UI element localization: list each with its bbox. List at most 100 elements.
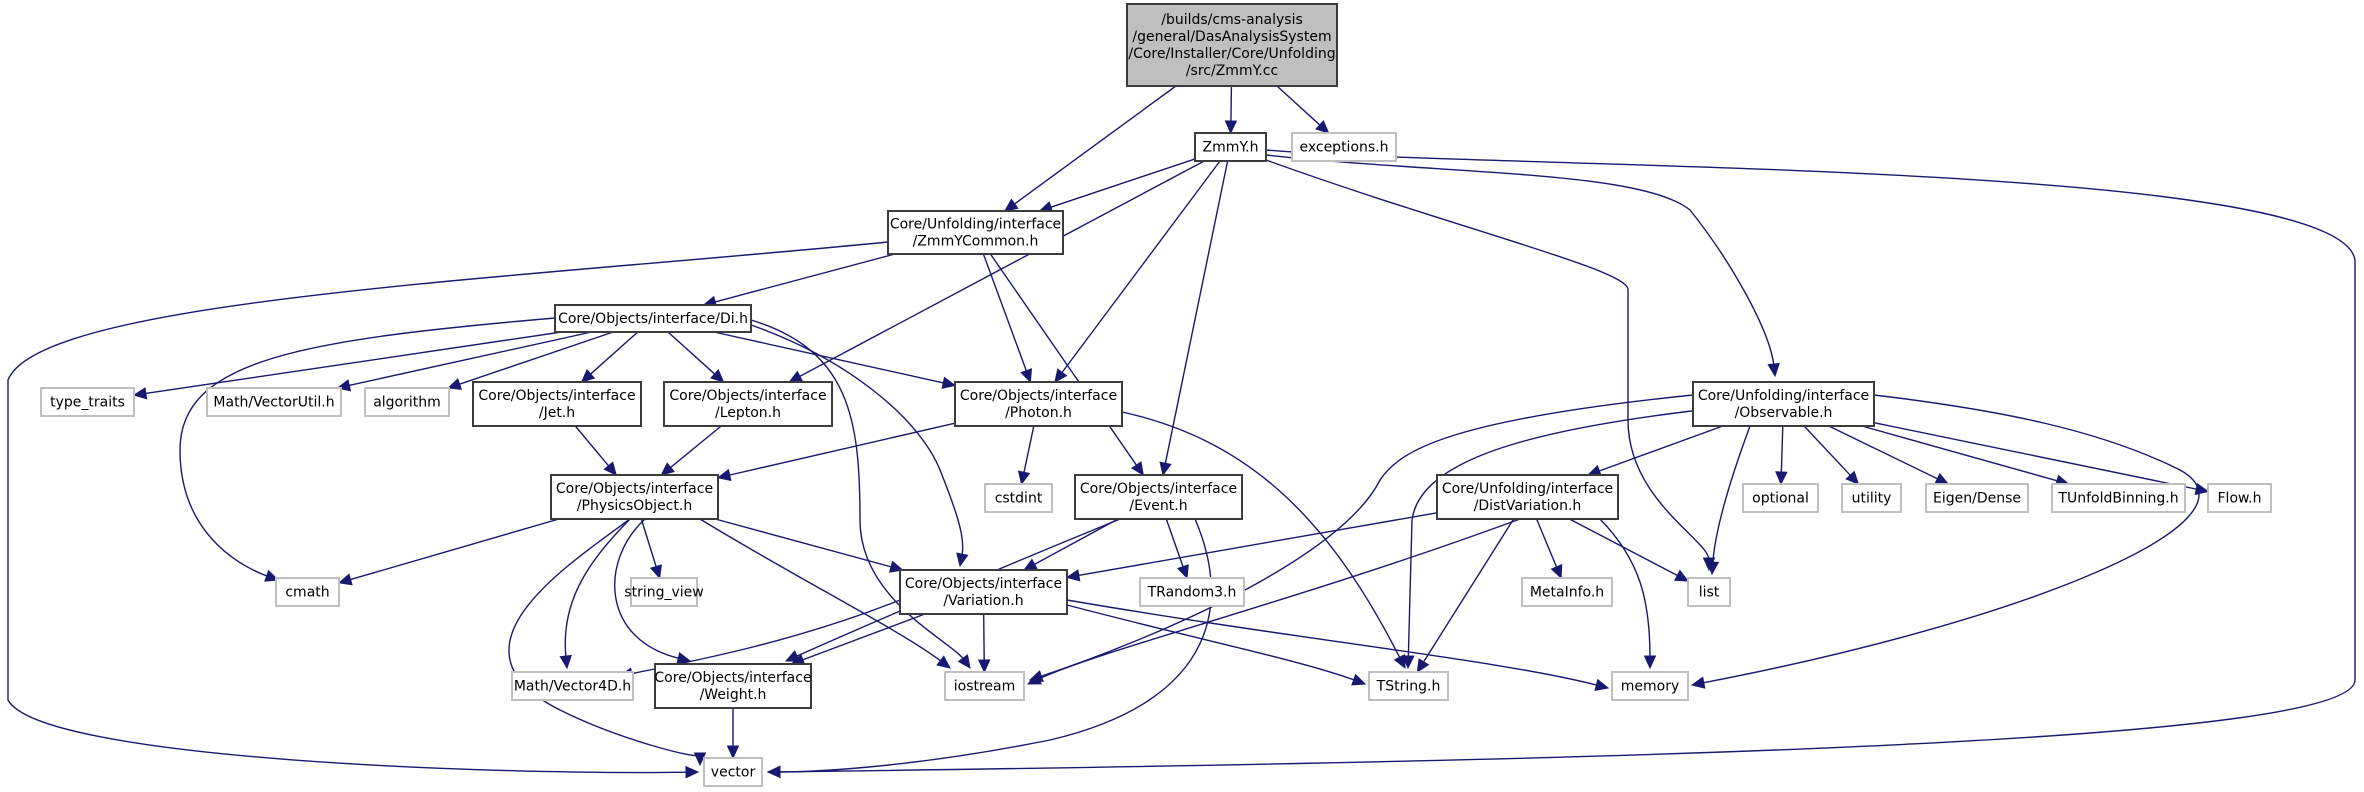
node-photon-h[interactable]: Core/Objects/interface/Photon.h	[954, 381, 1123, 427]
edge-line	[347, 331, 592, 387]
edge-observable_h-to-tstring_h	[1402, 409, 1701, 670]
node-box	[2207, 483, 2272, 513]
node-label: MetaInfo.h	[1530, 585, 1604, 601]
node-observable-h[interactable]: Core/Unfolding/interface/Observable.h	[1692, 381, 1875, 427]
node-iostream[interactable]: iostream	[944, 671, 1025, 701]
node-cmath[interactable]: cmath	[275, 577, 340, 607]
arrowhead-icon	[1017, 470, 1031, 486]
node-eigen-dense[interactable]: Eigen/Dense	[1925, 483, 2029, 513]
edge-line	[1712, 425, 1751, 565]
edge-line	[564, 518, 631, 659]
edge-line	[1828, 425, 1940, 481]
arrowhead-icon	[685, 765, 700, 779]
edge-line	[699, 518, 943, 663]
arrowhead-icon	[726, 745, 740, 760]
node-box	[1074, 474, 1243, 520]
edge-line	[1535, 518, 1558, 570]
node-trandom3-h[interactable]: TRandom3.h	[1139, 577, 1245, 607]
node-string-view[interactable]: string_view	[624, 577, 704, 607]
node-box	[206, 387, 342, 417]
edge-line	[983, 613, 985, 663]
node-zmmy-h[interactable]: ZmmY.h	[1194, 132, 1267, 162]
arrowhead-icon	[1550, 564, 1563, 580]
node-cstdint[interactable]: cstdint	[984, 483, 1053, 513]
edge-line	[588, 331, 639, 376]
edge-photon_h-to-physicsobject_h	[716, 422, 956, 482]
node-event-h[interactable]: Core/Objects/interface/Event.h	[1074, 474, 1243, 520]
node-weight-h[interactable]: Core/Objects/interface/Weight.h	[654, 663, 812, 709]
edge-line	[982, 253, 1028, 373]
edge-line	[1599, 518, 1651, 659]
node-di-h[interactable]: Core/Objects/interface/Di.h	[554, 304, 752, 333]
edge-observable_h-to-utility	[1803, 425, 1860, 485]
node-label: Core/Objects/interface	[669, 388, 826, 404]
edge-zmmy_h-to-lepton_h	[788, 160, 1205, 383]
node-box	[1925, 483, 2029, 513]
edge-root-to-zmmy_h	[1224, 85, 1238, 135]
node-memory[interactable]: memory	[1611, 671, 1689, 701]
arrowhead-icon	[1416, 658, 1430, 674]
arrowhead-icon	[1845, 470, 1860, 485]
edge-variation_h-to-memory	[1066, 599, 1610, 691]
edge-observable_h-to-optional	[1775, 425, 1788, 486]
edge-distvariation_h-to-metainfo_h	[1535, 518, 1563, 580]
arrowhead-icon	[649, 564, 662, 580]
node-tstring-h[interactable]: TString.h	[1368, 671, 1449, 701]
node-box	[887, 210, 1064, 255]
edge-line	[1265, 159, 1710, 561]
arrowhead-icon	[559, 654, 572, 670]
node-box	[554, 304, 752, 333]
node-vector[interactable]: vector	[703, 757, 763, 787]
node-box	[1521, 577, 1613, 607]
node-lepton-h[interactable]: Core/Objects/interface/Lepton.h	[663, 381, 833, 427]
node-box	[472, 381, 642, 427]
edge-di_h-to-algorithm	[447, 331, 614, 390]
node-physicsobject-h[interactable]: Core/Objects/interface/PhysicsObject.h	[550, 474, 719, 520]
node-box	[630, 577, 698, 607]
node-root[interactable]: /builds/cms-analysis/general/DasAnalysis…	[1126, 3, 1338, 87]
node-exceptions-h[interactable]: exceptions.h	[1291, 132, 1397, 162]
edge-line	[777, 149, 2356, 773]
node-vectorutil-h[interactable]: Math/VectorUtil.h	[206, 387, 342, 417]
node-box	[2051, 483, 2186, 513]
node-label: cstdint	[995, 491, 1043, 507]
node-vector4d-h[interactable]: Math/Vector4D.h	[511, 671, 634, 701]
node-box	[944, 671, 1025, 701]
edges-layer	[7, 85, 2356, 779]
arrowhead-icon	[977, 659, 991, 674]
node-label: TString.h	[1376, 679, 1441, 695]
edge-observable_h-to-distvariation_h	[1586, 425, 1724, 477]
node-variation-h[interactable]: Core/Objects/interface/Variation.h	[899, 569, 1068, 615]
arrowhead-icon	[1315, 119, 1330, 134]
node-label: TRandom3.h	[1147, 585, 1237, 601]
node-label: Core/Unfolding/interface	[1442, 481, 1613, 497]
node-type-traits[interactable]: type_traits	[40, 387, 135, 417]
node-metainfo-h[interactable]: MetaInfo.h	[1521, 577, 1613, 607]
node-box	[1291, 132, 1397, 162]
edge-physicsobject_h-to-vector4d_h	[559, 518, 631, 670]
arrowhead-icon	[660, 462, 675, 476]
node-label: type_traits	[50, 395, 125, 411]
edge-variation_h-to-weight_h	[790, 613, 926, 666]
node-list[interactable]: list	[1687, 577, 1731, 607]
node-utility[interactable]: utility	[1841, 483, 1902, 513]
edge-line	[1569, 518, 1680, 578]
node-jet-h[interactable]: Core/Objects/interface/Jet.h	[472, 381, 642, 427]
node-tunfoldbinning-h[interactable]: TUnfoldBinning.h	[2051, 483, 2186, 513]
node-box	[1692, 381, 1875, 427]
node-box	[1194, 132, 1267, 162]
edge-line	[727, 422, 956, 477]
edge-variation_h-to-iostream	[977, 613, 991, 674]
node-flow-h[interactable]: Flow.h	[2207, 483, 2272, 513]
arrowhead-icon	[956, 552, 969, 568]
node-algorithm[interactable]: algorithm	[364, 387, 450, 417]
arrowhead-icon	[957, 654, 971, 669]
node-zmmycommon-h[interactable]: Core/Unfolding/interface/ZmmYCommon.h	[887, 210, 1064, 255]
node-label: Core/Objects/interface/Di.h	[558, 311, 748, 327]
node-optional[interactable]: optional	[1742, 483, 1819, 513]
edge-line	[667, 331, 717, 376]
node-label: Core/Objects/interface	[654, 670, 811, 686]
node-box	[364, 387, 450, 417]
node-distvariation-h[interactable]: Core/Unfolding/interface/DistVariation.h	[1436, 474, 1619, 520]
